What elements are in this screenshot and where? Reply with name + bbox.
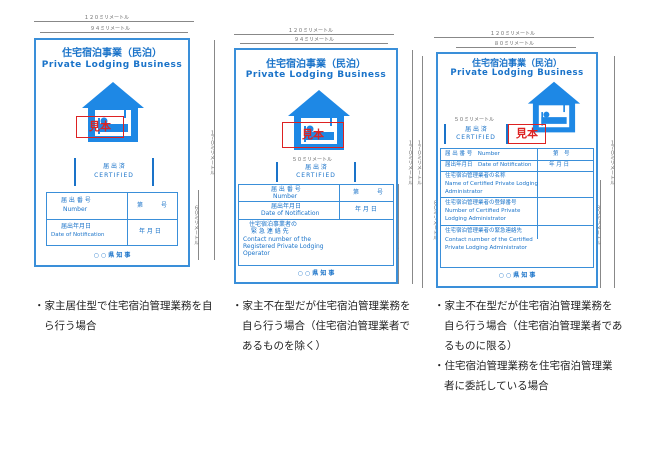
dim-94mm-label: ９４ミリメートル bbox=[294, 37, 335, 43]
number-value: 第 号 bbox=[553, 151, 570, 157]
house-bed-icon bbox=[82, 82, 144, 142]
admin-contact-en-2: Private Lodging Administrator bbox=[445, 245, 527, 251]
certified-jp: 届 出 済 bbox=[103, 163, 125, 170]
dim-80mm-left-label: ８０ミリメートル bbox=[432, 200, 438, 240]
sign-2-title-jp: 住宅宿泊事業（民泊） bbox=[266, 59, 366, 70]
contact-label-jp-1: 住宅宿泊事業者の bbox=[249, 221, 298, 228]
number-label-jp: 届 出 番 号 bbox=[61, 197, 91, 204]
caption-2-line-1: ・家主不在型だが住宅宿泊管理業務を bbox=[232, 300, 411, 312]
admin-contact-en-1: Contact number of the Certified bbox=[445, 237, 533, 243]
number-value: 第 号 bbox=[137, 202, 168, 209]
house-bed-icon bbox=[527, 81, 581, 133]
dim-170mm-label: １７０ミリメートル bbox=[407, 140, 413, 185]
dim-80mm-label: ８０ミリメートル bbox=[595, 205, 601, 245]
dim-170mm-label: １７０ミリメートル bbox=[609, 140, 615, 185]
caption-2-line-2: 自ら行う場合（住宅宿泊管理業者で bbox=[242, 320, 410, 332]
number-label: 届 出 番 号 Number bbox=[445, 151, 500, 157]
number-label-jp: 届 出 番 号 bbox=[271, 186, 301, 193]
contact-label-en-1: Contact number of the bbox=[243, 236, 312, 243]
caption-3-line-4: ・住宅宿泊管理業務を住宅宿泊管理業 bbox=[434, 360, 613, 372]
admin-number-en-2: Lodging Administrator bbox=[445, 216, 507, 222]
certified-en: CERTIFIED bbox=[94, 172, 134, 179]
caption-1-line-2: ら行う場合 bbox=[44, 320, 97, 332]
dim-50mm-label: ５０ミリメートル bbox=[292, 157, 333, 163]
dim-60mm-label: ６０ミリメートル bbox=[193, 205, 199, 245]
certified-en: CERTIFIED bbox=[296, 172, 336, 179]
certified-en: CERTIFIED bbox=[456, 134, 496, 141]
contact-label-en-2: Registered Private Lodging bbox=[243, 243, 324, 250]
admin-number-jp: 住宅宿泊管理業者の登録番号 bbox=[445, 200, 517, 206]
caption-2-line-3: あるものを除く） bbox=[242, 340, 326, 352]
info-table: 届 出 番 号 Number 第 号 届出年月日 Date of Notific… bbox=[440, 148, 594, 268]
info-table: 届 出 番 号 Number 第 号 届出年月日 Date of Notific… bbox=[46, 192, 178, 246]
date-value: 年 月 日 bbox=[139, 228, 161, 235]
caption-3-line-5: 者に委託している場合 bbox=[444, 380, 549, 392]
sign-1-title-jp: 住宅宿泊事業（民泊） bbox=[62, 48, 162, 59]
sample-stamp: 見本 bbox=[76, 116, 124, 138]
date-value: 年 月 日 bbox=[355, 206, 377, 213]
certified-jp: 届 出 済 bbox=[465, 126, 487, 133]
footer-governor: ○ ○ 県 知 事 bbox=[498, 272, 536, 279]
caption-2: ・家主不在型だが住宅宿泊管理業務を 自ら行う場合（住宅宿泊管理業者で あるものを… bbox=[232, 296, 428, 356]
admin-contact-jp: 住宅宿泊管理業者の緊急連絡先 bbox=[445, 228, 523, 234]
admin-name-jp: 住宅宿泊管理業者の名称 bbox=[445, 173, 506, 179]
sign-1: 住宅宿泊事業（民泊） Private Lodging Business 見本 届… bbox=[34, 38, 190, 267]
caption-1-line-1: ・家主居住型で住宅宿泊管理業務を自 bbox=[34, 300, 213, 312]
admin-number-en-1: Number of Certified Private bbox=[445, 208, 521, 214]
info-table: 届 出 番 号 Number 第 号 届出年月日 Date of Notific… bbox=[238, 184, 394, 266]
sample-stamp: 見本 bbox=[508, 124, 546, 144]
contact-label-jp-2: 緊 急 連 絡 先 bbox=[251, 228, 289, 235]
certified-bracket: 届 出 済 CERTIFIED bbox=[276, 162, 356, 182]
sign-3-title-en: Private Lodging Business bbox=[450, 68, 584, 78]
caption-3: ・家主不在型だが住宅宿泊管理業務を 自ら行う場合（住宅宿泊管理業者であ るものに… bbox=[434, 296, 644, 396]
dim-94mm-label: ９４ミリメートル bbox=[90, 26, 131, 32]
footer-governor: ○ ○ 県 知 事 bbox=[93, 252, 131, 259]
caption-3-line-1: ・家主不在型だが住宅宿泊管理業務を bbox=[434, 300, 613, 312]
dim-120mm-label: １２０ミリメートル bbox=[288, 28, 334, 34]
certified-bracket: 届 出 済 CERTIFIED bbox=[444, 124, 508, 144]
sign-2: 住宅宿泊事業（民泊） Private Lodging Business 見本 ５… bbox=[234, 48, 398, 284]
dim-170mm-label: １７０ミリメートル bbox=[209, 130, 215, 175]
caption-1: ・家主居住型で住宅宿泊管理業務を自 ら行う場合 bbox=[34, 296, 224, 336]
certified-bracket: 届 出 済 CERTIFIED bbox=[74, 158, 154, 186]
number-value: 第 号 bbox=[353, 189, 384, 196]
contact-label-en-3: Operator bbox=[243, 250, 270, 257]
sign-1-title-en: Private Lodging Business bbox=[41, 60, 183, 70]
date-label-en: Date of Notification bbox=[261, 210, 320, 217]
sample-stamp: 見本 bbox=[282, 122, 344, 148]
date-label-en: Date of Notification bbox=[51, 232, 105, 238]
admin-name-en-1: Name of Certified Private Lodging bbox=[445, 181, 539, 187]
caption-3-line-3: るものに限る） bbox=[444, 340, 518, 352]
date-label: 届出年月日 Date of Notification bbox=[445, 162, 532, 168]
caption-3-line-2: 自ら行う場合（住宅宿泊管理業者であ bbox=[444, 320, 623, 332]
date-value: 年 月 日 bbox=[549, 162, 569, 168]
admin-name-en-2: Administrator bbox=[445, 189, 483, 195]
dim-50mm-label: ５０ミリメートル bbox=[454, 117, 495, 123]
sign-3: 住宅宿泊事業（民泊） Private Lodging Business 見本 ５… bbox=[436, 52, 598, 288]
dim-170mm-left-label: １７０ミリメートル bbox=[416, 140, 422, 185]
dim-120mm-label: １２０ミリメートル bbox=[490, 31, 536, 37]
sign-3-title-jp: 住宅宿泊事業（民泊） bbox=[471, 59, 562, 69]
number-label-en: Number bbox=[273, 193, 298, 200]
house-bed-icon bbox=[288, 90, 350, 150]
dim-120mm-label: １２０ミリメートル bbox=[84, 15, 130, 21]
number-label-en: Number bbox=[63, 206, 88, 213]
dim-80mm-label: ８０ミリメートル bbox=[494, 41, 535, 47]
date-label-jp: 届出年月日 bbox=[61, 223, 92, 230]
certified-jp: 届 出 済 bbox=[305, 164, 327, 171]
date-label-jp: 届出年月日 bbox=[271, 203, 302, 210]
sign-2-title-en: Private Lodging Business bbox=[245, 70, 387, 80]
footer-governor: ○ ○ 県 知 事 bbox=[297, 270, 335, 277]
